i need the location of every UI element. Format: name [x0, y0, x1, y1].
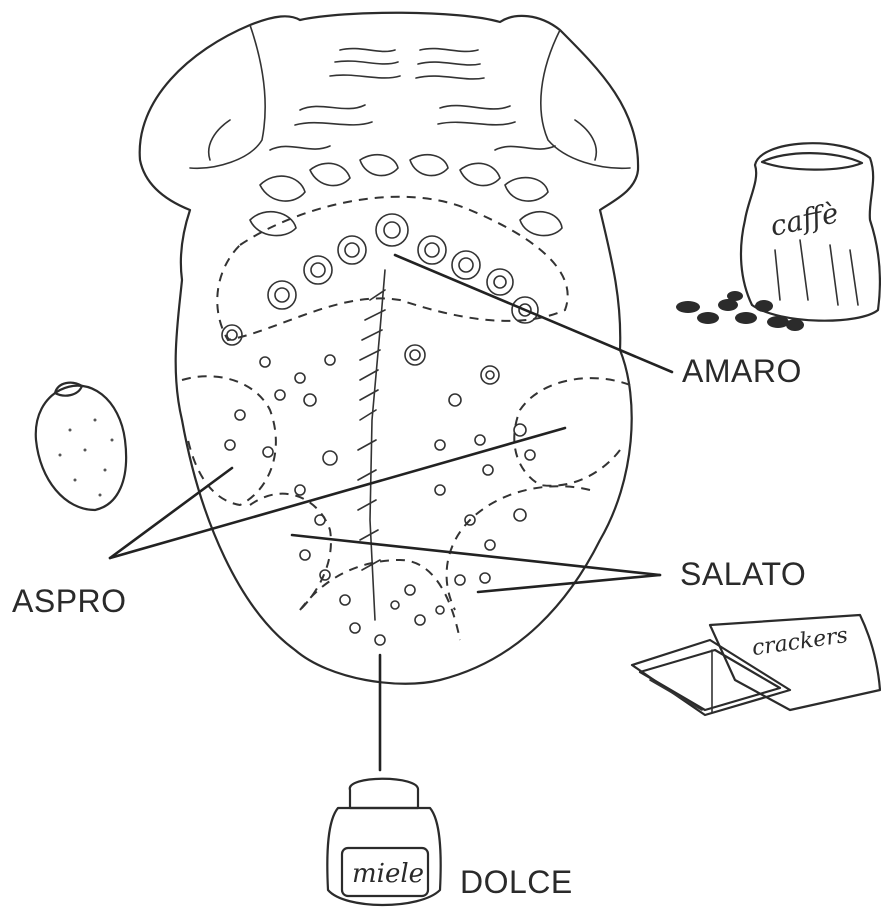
median-sulcus: [358, 270, 385, 620]
right-lobe: [541, 30, 630, 168]
sour-zone-right: [514, 378, 630, 486]
leader-aspro-a: [110, 468, 232, 558]
label-dolce: DOLCE: [460, 864, 573, 900]
crackers-label: crackers: [750, 623, 849, 661]
fungiform-papillae: [225, 355, 535, 645]
top-folds: [209, 49, 597, 160]
left-lobe: [190, 25, 265, 168]
label-amaro: AMARO: [682, 353, 802, 389]
label-salato: SALATO: [680, 556, 806, 592]
honey-jar-illustration: miele: [327, 779, 440, 905]
coffee-sack-label: caffè: [767, 196, 841, 243]
leader-salato-a: [292, 535, 660, 575]
leader-lines: [110, 255, 672, 770]
salty-zone-left: [250, 494, 331, 610]
honey-jar-label: miele: [352, 859, 424, 889]
label-aspro: ASPRO: [12, 583, 127, 619]
leader-aspro-b: [110, 428, 565, 558]
coffee-beans: [676, 291, 804, 331]
leader-amaro: [395, 255, 672, 372]
lemon-illustration: [36, 383, 126, 510]
lemon-texture: [59, 419, 114, 497]
coffee-sack-illustration: caffè: [676, 143, 880, 331]
crackers-illustration: crackers: [632, 615, 880, 715]
sweet-zone: [300, 560, 460, 640]
